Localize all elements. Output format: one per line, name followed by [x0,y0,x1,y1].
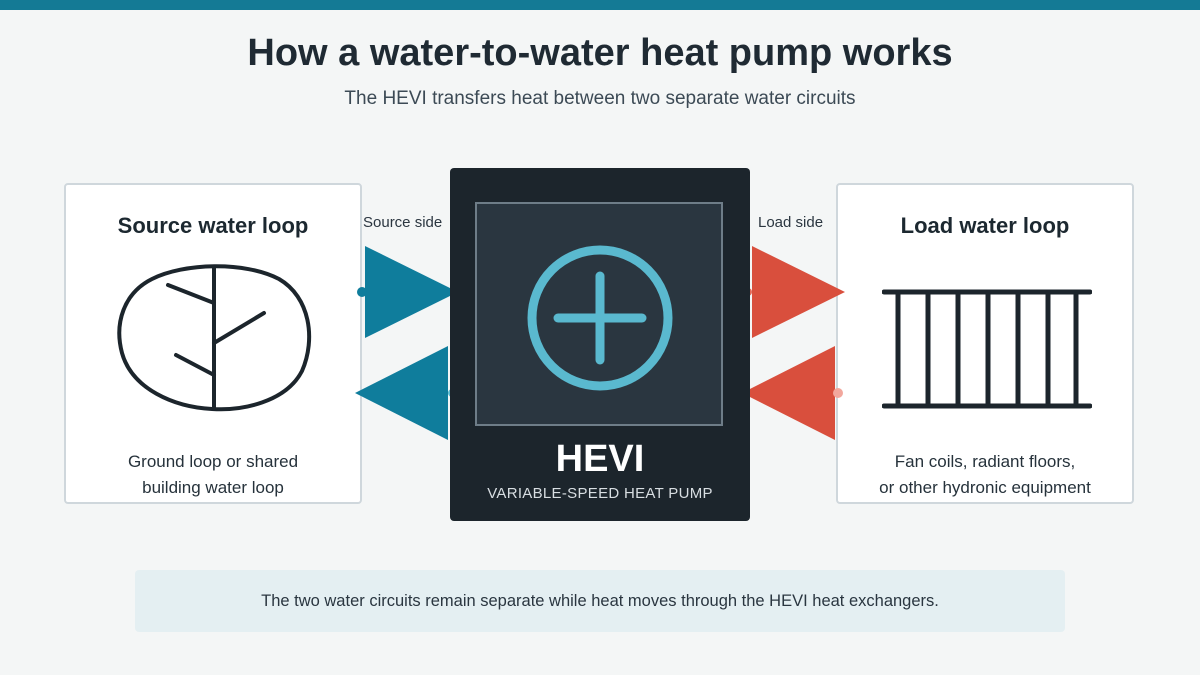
hevi-name: HEVI [555,438,645,480]
load-loop-description: Fan coils, radiant floors, or other hydr… [838,449,1132,501]
ground-loop-icon [117,264,312,412]
source-loop-description: Ground loop or shared building water loo… [66,449,360,501]
load-loop-description-line: or other hydronic equipment [879,478,1091,497]
load-supply-arrow [744,246,845,338]
source-side-label: Source side [363,214,443,231]
source-loop-card: Source water loop Ground loop or shared … [64,183,362,504]
source-loop-title: Source water loop [117,213,309,238]
footer-note: The two water circuits remain separate w… [135,570,1065,632]
page-subtitle: The HEVI transfers heat between two sepa… [344,88,856,109]
hevi-subtitle: VARIABLE-SPEED HEAT PUMP [487,485,713,502]
source-loop-description-line: Ground loop or shared [127,452,299,471]
load-loop-title: Load water loop [900,213,1070,238]
load-side-label: Load side [758,214,824,231]
top-accent-bar [0,0,1200,10]
load-return-arrow [742,346,843,440]
source-supply-arrow [357,246,458,338]
page-title: How a water-to-water heat pump works [247,32,953,74]
heat-exchanger-plus-icon [527,245,673,391]
source-loop-description-line: building water loop [142,478,284,497]
source-return-arrow [355,346,456,440]
hevi-unit-panel: HEVI VARIABLE-SPEED HEAT PUMP [450,168,750,521]
hevi-unit-inner-panel [475,202,723,426]
load-loop-description-line: Fan coils, radiant floors, [894,452,1076,471]
load-loop-card: Load water loop Fan coils, radiant floor… [836,183,1134,504]
radiator-icon [882,289,1092,409]
